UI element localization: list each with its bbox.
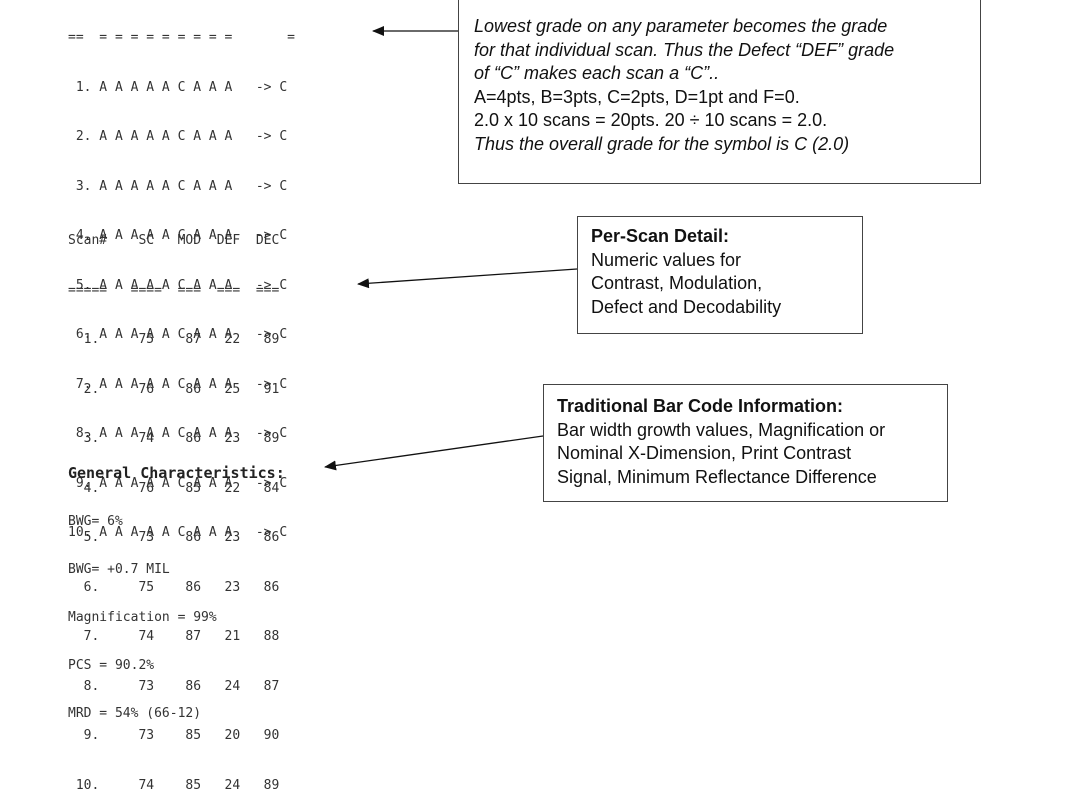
general-line: BWG= +0.7 MIL — [68, 562, 170, 577]
table-row: 2. 76 86 25 91 — [68, 381, 280, 397]
general-title: General Characteristics: — [68, 464, 285, 482]
grade-note-box: Lowest grade on any parameter becomes th… — [458, 0, 981, 184]
table-row: 3. 74 86 23 89 — [68, 431, 280, 446]
grade-note-line: for that individual scan. Thus the Defec… — [474, 39, 895, 60]
grade-row: 3. A A A A A C A A A -> C — [68, 178, 288, 194]
grade-row: 2. A A A A A C A A A -> C — [68, 129, 288, 144]
pointer-arrows — [324, 26, 578, 471]
table-row: 5. 73 86 23 86 — [68, 530, 280, 545]
grade-header-marks: == = = = = = = = = = = — [68, 30, 295, 45]
traditional-note-line: Signal, Minimum Reflectance Difference — [557, 466, 877, 487]
grade-note-line: A=4pts, B=3pts, C=2pts, D=1pt and F=0. — [474, 86, 800, 107]
traditional-note-title: Traditional Bar Code Information: — [557, 396, 844, 416]
grade-note-line: of “C” makes each scan a “C”.. — [474, 63, 720, 83]
traditional-note-line: Bar width growth values, Magnification o… — [557, 419, 886, 440]
grade-row: 8. A A A A A C A A A -> C — [68, 426, 288, 441]
general-line: MRD = 54% (66-12) — [68, 706, 202, 721]
per-scan-note-line: Numeric values for — [591, 249, 742, 270]
grade-row: 9. A A A A A C A A A -> C — [68, 475, 288, 491]
general-line: BWG= 6% — [68, 514, 123, 529]
grade-row: 5. A A A A A C A A A -> C — [68, 277, 288, 293]
grade-row: 6. A A A A A C A A A -> C — [68, 327, 288, 342]
grade-row: 4. A A A A A C A A A -> C — [68, 228, 288, 243]
traditional-note-box: Traditional Bar Code Information: Bar wi… — [543, 384, 948, 502]
grade-table: == = = = = = = = = = = 1. A A A A A C A … — [68, 0, 295, 558]
general-line: Magnification = 99% — [68, 610, 217, 625]
per-scan-note-box: Per-Scan Detail: Numeric values for Cont… — [577, 216, 863, 334]
scan-table-underline: ===== ==== === === === — [68, 282, 280, 298]
table-row: 10. 74 85 24 89 — [68, 777, 280, 793]
traditional-note-line: Nominal X-Dimension, Print Contrast — [557, 443, 852, 463]
arrow-to-general — [324, 435, 544, 471]
per-scan-note-title: Per-Scan Detail: — [591, 226, 730, 246]
grade-row: 7. A A A A A C A A A -> C — [68, 376, 288, 392]
grade-note-line: 2.0 x 10 scans = 20pts. 20 ÷ 10 scans = … — [474, 110, 828, 130]
grade-note-line: Thus the overall grade for the symbol is… — [474, 133, 850, 154]
table-row: 4. 76 85 22 84 — [68, 480, 280, 496]
per-scan-note-line: Defect and Decodability — [591, 296, 782, 317]
per-scan-note-line: Contrast, Modulation, — [591, 273, 763, 293]
table-row: 1. 75 87 22 89 — [68, 332, 280, 347]
scan-table-header: Scan# SC MOD DEF DEC — [68, 233, 280, 248]
grade-row: 10. A A A A A C A A A -> C — [68, 525, 288, 540]
grade-row: 1. A A A A A C A A A -> C — [68, 79, 288, 95]
general-line: PCS = 90.2% — [68, 658, 155, 673]
arrow-to-scan-table — [357, 268, 578, 289]
grade-note-line: Lowest grade on any parameter becomes th… — [474, 16, 888, 36]
